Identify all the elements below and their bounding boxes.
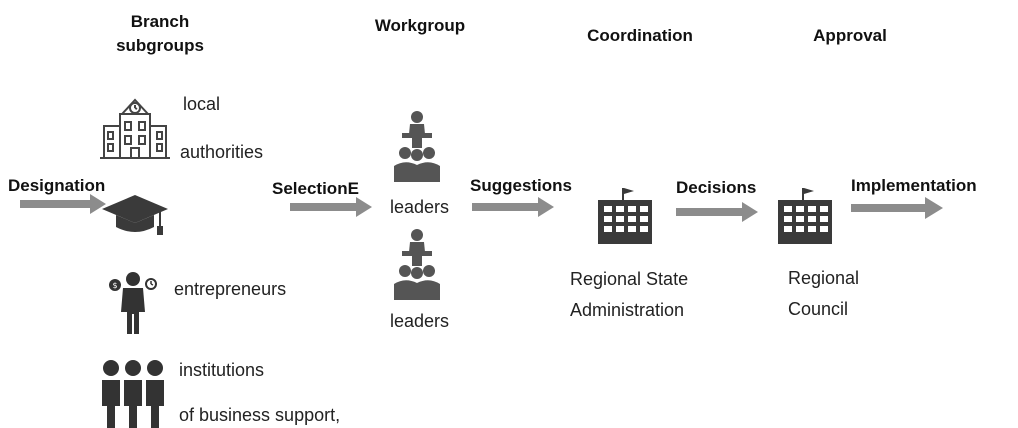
subgroup-local-line1: local — [183, 94, 221, 114]
regional-council-line2: Council — [788, 299, 849, 319]
header-workgroup: Workgroup — [374, 16, 466, 35]
government-building-icon — [778, 188, 832, 244]
label-selection: SelectionE — [272, 179, 359, 198]
label-suggestions: Suggestions — [470, 176, 573, 195]
subgroup-local-line2: authorities — [180, 142, 264, 162]
city-hall-icon — [100, 98, 170, 159]
arrow-selection — [290, 197, 372, 217]
label-designation: Designation — [8, 176, 106, 195]
arrow-suggestions — [472, 197, 554, 217]
workgroup-leaders-top: leaders — [390, 197, 450, 217]
header-coordination: Coordination — [587, 26, 693, 45]
header-approval: Approval — [813, 26, 887, 45]
workgroup-leaders-bottom: leaders — [390, 311, 450, 331]
header-branch-subgroups: Branch subgroups — [116, 12, 204, 55]
subgroup-institutions-line2: of business support, — [179, 405, 341, 425]
regional-state-line2: Administration — [570, 300, 685, 320]
government-building-icon — [598, 188, 652, 244]
businessman-icon: $ — [109, 272, 157, 334]
subgroup-entrepreneurs: entrepreneurs — [174, 279, 287, 299]
arrow-decisions — [676, 202, 758, 222]
regional-council-line1: Regional — [788, 268, 860, 288]
presenter-icon — [394, 229, 440, 300]
arrow-designation — [20, 194, 106, 214]
svg-text:$: $ — [112, 281, 117, 290]
people-group-icon — [102, 360, 164, 428]
regional-state-line1: Regional State — [570, 269, 689, 289]
label-implementation: Implementation — [851, 176, 977, 195]
presenter-icon — [394, 111, 440, 182]
arrow-implementation — [851, 197, 943, 219]
label-decisions: Decisions — [676, 178, 757, 197]
graduation-cap-icon — [102, 195, 168, 235]
subgroup-institutions-line1: institutions — [179, 360, 265, 380]
